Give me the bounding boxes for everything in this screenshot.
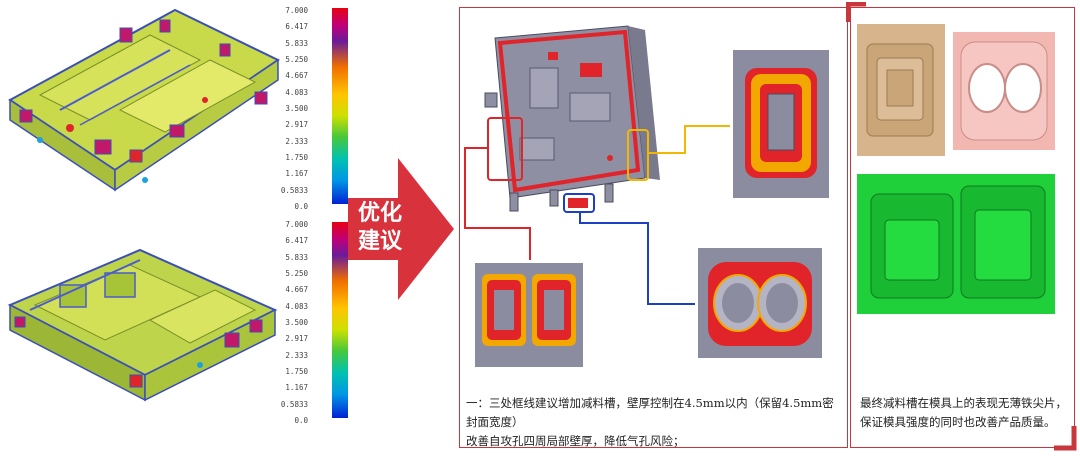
right-caption-line2: 保证模具强度的同时也改善产品质量。	[860, 415, 1056, 429]
frame-corner-mark-bottom	[1054, 426, 1077, 451]
middle-diagram	[464, 25, 829, 367]
scale-tick-label: 1.750	[285, 367, 308, 376]
scale-tick-label: 0.5833	[280, 399, 308, 409]
scale-tick-label: 5.250	[285, 269, 308, 278]
middle-caption-line2: 改善自攻孔四周局部壁厚，降低气孔风险；	[466, 434, 685, 448]
scale-tick-label: 0.5833	[280, 185, 308, 195]
scale-tick-label: 4.083	[285, 87, 308, 97]
arrow-label-line1: 优化	[358, 201, 403, 226]
scale-tick-label: 4.667	[285, 71, 308, 81]
scale-tick-label: 0.0	[294, 202, 308, 211]
scale-tick-label: 3.500	[285, 104, 308, 113]
scale-tick-label: 2.333	[285, 350, 308, 360]
scale-tick-label: 2.333	[285, 136, 308, 146]
scale-tick-label: 6.417	[285, 22, 308, 32]
scale-tick-label: 0.0	[294, 416, 308, 425]
scale-tick-label: 4.667	[285, 285, 308, 295]
scale-tick-label: 5.833	[285, 252, 308, 262]
bottom-scale-labels: 7.000 6.417 5.833 5.250 4.667 4.083 3.500 2.917…	[262, 220, 308, 430]
scale-tick-label: 1.167	[285, 383, 308, 393]
scale-tick-label: 1.750	[285, 153, 308, 162]
scale-tick-label: 7.000	[285, 6, 308, 15]
arrow-label: 优化 建议	[358, 200, 402, 256]
arrow-label-line2: 建议	[358, 229, 403, 254]
middle-caption: 一：三处框线建议增加减料槽，壁厚控制在4.5mm以内（保留4.5mm密封面宽度）…	[466, 394, 844, 451]
scale-tick-label: 6.417	[285, 236, 308, 246]
bottom-color-bar	[332, 222, 348, 418]
top-scale-labels: 7.000 6.417 5.833 5.250 4.667 4.083 3.500 2.917…	[262, 6, 308, 216]
scale-tick-label: 4.083	[285, 301, 308, 311]
right-panel-frame	[850, 7, 1075, 448]
frame-corner-mark	[846, 2, 866, 22]
scale-tick-label: 2.917	[285, 120, 308, 130]
scale-tick-label: 5.250	[285, 55, 308, 64]
top-thickness-render	[8, 8, 280, 192]
right-caption: 最终减料槽在模具上的表现无薄铁尖片， 保证模具强度的同时也改善产品质量。	[860, 394, 1072, 432]
middle-panel-frame	[459, 7, 848, 448]
middle-caption-line1: 一：三处框线建议增加减料槽，壁厚控制在4.5mm以内（保留4.5mm密封面宽度）	[466, 396, 834, 429]
right-caption-line1: 最终减料槽在模具上的表现无薄铁尖片，	[860, 396, 1067, 410]
optimization-arrow	[348, 158, 454, 300]
scale-tick-label: 3.500	[285, 318, 308, 327]
top-color-bar	[332, 8, 348, 204]
bottom-thickness-render	[7, 248, 278, 402]
scale-tick-label: 2.917	[285, 334, 308, 344]
right-mold-images	[857, 24, 1055, 314]
scale-tick-label: 7.000	[285, 220, 308, 229]
scale-tick-label: 5.833	[285, 38, 308, 48]
scale-tick-label: 1.167	[285, 169, 308, 179]
